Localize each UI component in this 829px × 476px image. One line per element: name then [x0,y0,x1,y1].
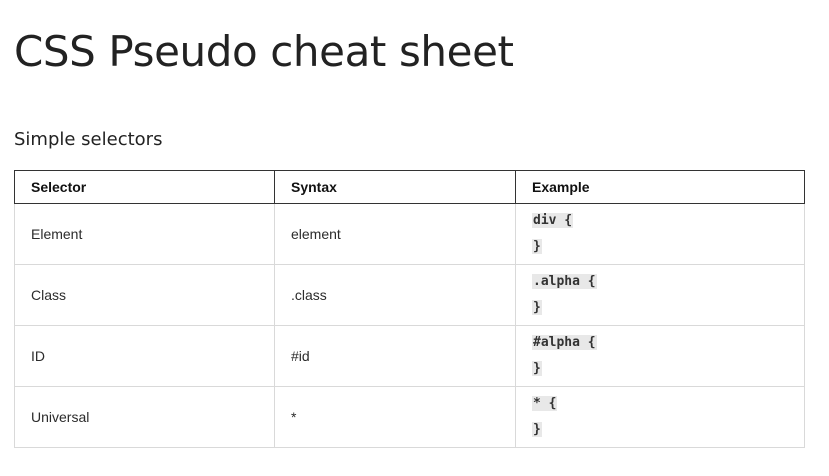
cell-syntax: element [274,203,516,265]
code-line-open: .alpha { [532,274,597,289]
cell-example: .alpha { } [515,264,805,326]
table-header: Selector Syntax Example [14,170,805,204]
code-line-open: div { [532,213,574,228]
cell-selector: Class [14,264,275,326]
code-line-open: * { [532,396,558,411]
section-title: Simple selectors [14,129,163,150]
selectors-table: Selector Syntax Example Element element … [14,170,805,448]
code-line-close: } [532,361,542,376]
cell-selector: ID [14,325,275,387]
header-example: Example [515,170,805,204]
code-example: #alpha { } [532,330,804,382]
cell-selector: Universal [14,386,275,448]
table-row: Universal * * { } [14,386,805,448]
cell-syntax: #id [274,325,516,387]
table-header-row: Selector Syntax Example [14,170,805,204]
table-body: Element element div { } Class .class .al… [14,203,805,448]
cell-syntax: * [274,386,516,448]
table-row: ID #id #alpha { } [14,325,805,387]
table-row: Element element div { } [14,203,805,265]
cell-example: div { } [515,203,805,265]
header-syntax: Syntax [274,170,516,204]
code-line-close: } [532,422,542,437]
table-row: Class .class .alpha { } [14,264,805,326]
code-example: * { } [532,391,804,443]
code-example: .alpha { } [532,269,804,321]
cell-example: * { } [515,386,805,448]
page-title: CSS Pseudo cheat sheet [14,27,514,76]
code-line-open: #alpha { [532,335,597,350]
code-example: div { } [532,208,804,260]
cell-example: #alpha { } [515,325,805,387]
code-line-close: } [532,300,542,315]
cell-syntax: .class [274,264,516,326]
cell-selector: Element [14,203,275,265]
header-selector: Selector [14,170,275,204]
code-line-close: } [532,239,542,254]
